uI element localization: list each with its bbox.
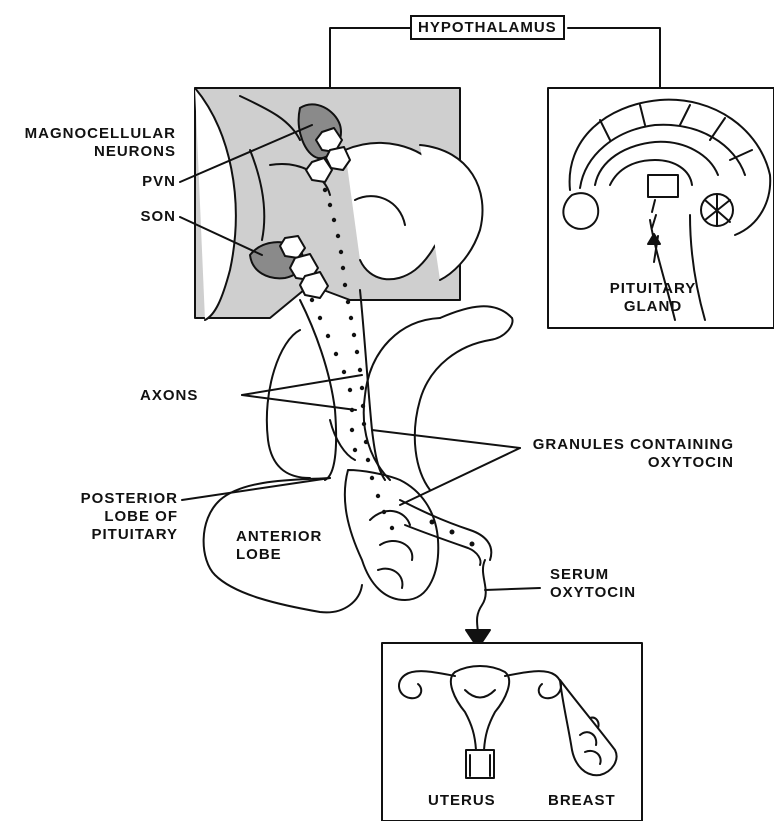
pituitary-gland-label-line2: GLAND <box>588 298 718 316</box>
hypothalamus-label: HYPOTHALAMUS <box>410 15 565 40</box>
axons-label: AXONS <box>140 387 198 405</box>
son-label: SON <box>140 208 176 226</box>
posterior-lobe-label-line1: POSTERIOR <box>81 490 178 508</box>
breast-label: BREAST <box>548 792 616 810</box>
granules-label-line2: OXYTOCIN <box>648 454 734 472</box>
posterior-lobe-label-line2: LOBE OF <box>104 508 178 526</box>
magnocellular-label-line2: NEURONS <box>94 143 176 161</box>
posterior-lobe-label-line3: PITUITARY <box>92 526 179 544</box>
pvn-label: PVN <box>142 173 176 191</box>
uterus-label: UTERUS <box>428 792 496 810</box>
anterior-lobe-label-line1: ANTERIOR <box>236 528 322 546</box>
magnocellular-label-line1: MAGNOCELLULAR <box>25 125 176 143</box>
posterior-lobe-shape <box>267 330 438 600</box>
capillary-vessel <box>400 500 491 565</box>
pituitary-gland-label-line1: PITUITARY <box>588 280 718 298</box>
granules-label-line1: GRANULES CONTAINING <box>533 436 734 454</box>
serum-arrow <box>466 560 540 648</box>
serum-oxytocin-label-line2: OXYTOCIN <box>550 584 636 602</box>
pituitary-stalk <box>300 290 385 480</box>
serum-oxytocin-label-line1: SERUM <box>550 566 609 584</box>
anterior-lobe-label-line2: LOBE <box>236 546 282 564</box>
